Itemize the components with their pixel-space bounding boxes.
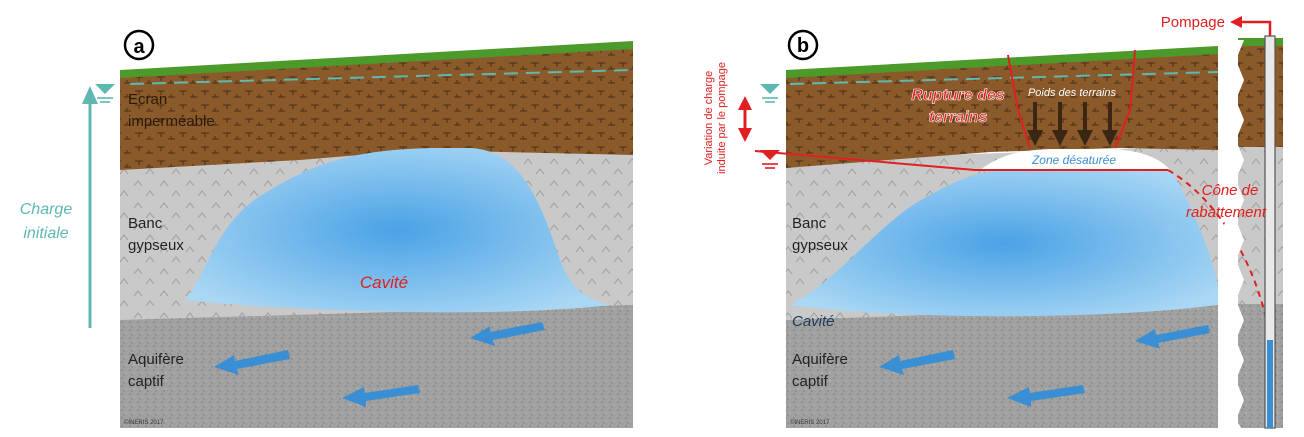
banc-label-line2: gypseux <box>128 237 184 254</box>
poids-label: Poids des terrains <box>1028 87 1117 99</box>
desaturated-zone <box>980 149 1170 170</box>
flow-arrow <box>1007 385 1085 407</box>
aquifer-layer-right <box>1238 300 1283 428</box>
grass-strip-right <box>1238 38 1283 46</box>
cavity-shape <box>790 170 1218 317</box>
aquifere-label-line2: captif <box>792 373 829 390</box>
variation-label-line2: induite par le pompage <box>716 62 728 174</box>
rupture-label-line2: terrains <box>929 109 988 126</box>
weight-arrows <box>1027 102 1118 146</box>
grass-strip <box>120 41 633 78</box>
rupture-line-left <box>1007 54 1031 149</box>
flow-arrow <box>879 350 955 375</box>
variation-arrow-head-down <box>738 128 752 142</box>
pompage-arrow-head <box>1230 16 1242 28</box>
cavite-label: Cavité <box>360 273 408 292</box>
ecran-label-line2: imperméable <box>128 113 215 130</box>
panel-b-badge <box>787 29 819 61</box>
ecran-label-line1: Ecran <box>128 91 167 108</box>
water-level-icon <box>95 84 115 103</box>
panel-b-badge-text: b <box>797 35 809 57</box>
pompage-pipe <box>1240 20 1272 36</box>
cavity-shape <box>185 148 610 313</box>
charge-label-line2: initiale <box>23 225 68 242</box>
panel-a: a Charge initiale Ecran imperméable Banc… <box>20 29 634 428</box>
water-table-dashes <box>129 69 634 85</box>
clay-layer-right <box>1238 45 1283 147</box>
flow-arrow <box>470 322 545 346</box>
panel-b: b Variation de charge induite par le pom… <box>703 14 1283 432</box>
clay-layer <box>120 44 633 170</box>
panel-a-badge-text: a <box>133 36 145 58</box>
charge-label-line1: Charge <box>20 201 73 218</box>
rupture-label-line1: Rupture des <box>911 87 1004 104</box>
water-level-icon-lowered <box>760 150 780 169</box>
variation-arrow-head-up <box>738 96 752 110</box>
flow-arrow <box>342 385 420 407</box>
aquifere-label-line1: Aquifère <box>128 351 184 368</box>
pompage-label: Pompage <box>1161 14 1225 31</box>
grass-strip <box>786 46 1218 78</box>
panel-a-badge <box>123 29 155 61</box>
well-water-column <box>1267 340 1273 428</box>
copyright-a: ©INERIS 2017 <box>124 419 164 426</box>
cone-label-line1: Cône de <box>1202 182 1259 199</box>
cone-label-line2: rabattement <box>1186 204 1267 221</box>
section-break <box>1218 40 1244 432</box>
aquifere-label-line2: captif <box>128 373 165 390</box>
copyright-b: ©INERIS 2017 <box>790 419 830 426</box>
rupture-line-right <box>1114 49 1136 149</box>
flow-arrow <box>1135 325 1210 349</box>
banc-label-line1: Banc <box>128 215 163 232</box>
charge-arrow-head <box>82 86 98 104</box>
water-table-dashes <box>789 71 1219 85</box>
aquifer-layer <box>786 300 1218 428</box>
drawdown-line <box>754 150 1168 171</box>
zone-label: Zone désaturée <box>1031 153 1116 167</box>
aquifere-label-line1: Aquifère <box>792 351 848 368</box>
flow-arrow <box>214 350 290 375</box>
banc-label-line1: Banc <box>792 215 827 232</box>
cavite-label: Cavité <box>792 313 835 330</box>
variation-label-line1: Variation de charge <box>703 71 715 166</box>
gypsum-layer-right <box>1238 144 1283 304</box>
water-level-icon-initial <box>760 84 780 103</box>
banc-label-line2: gypseux <box>792 237 848 254</box>
